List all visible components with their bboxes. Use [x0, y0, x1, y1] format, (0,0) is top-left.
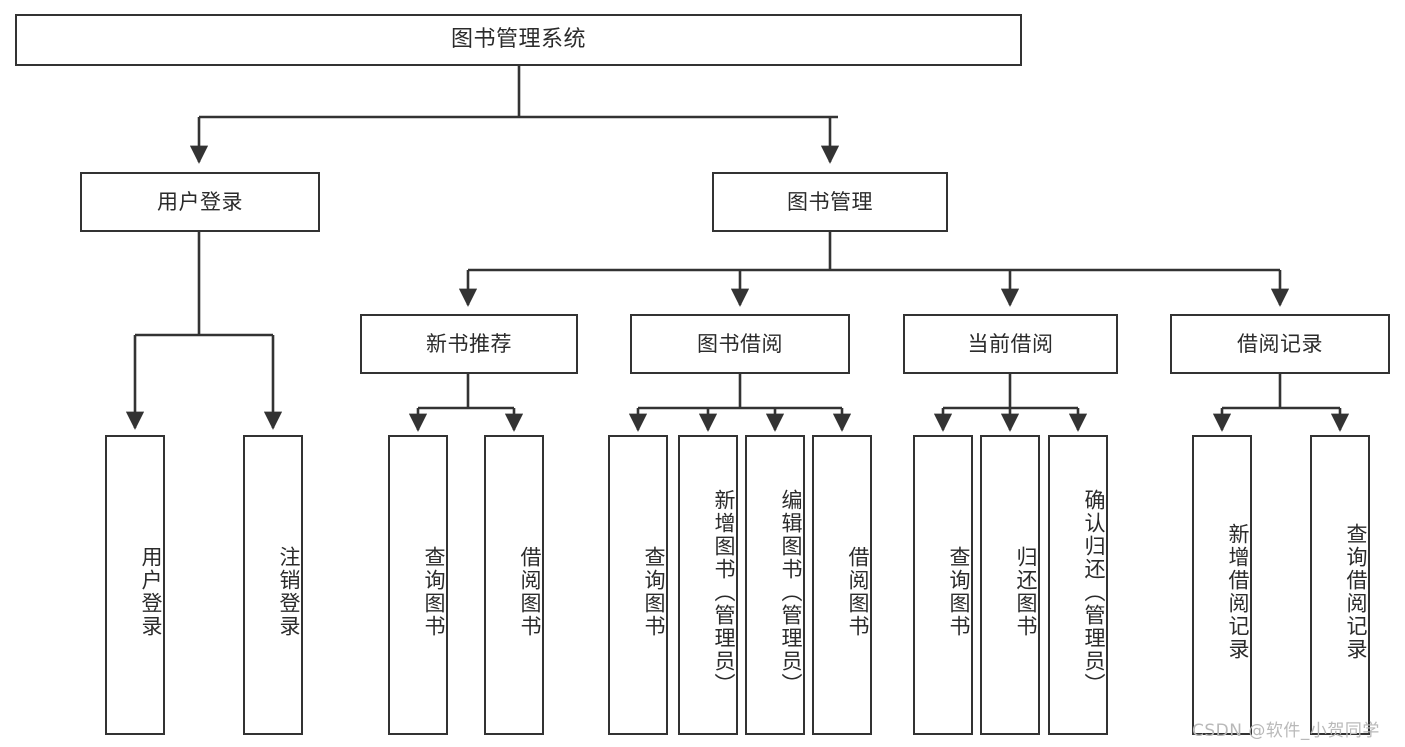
leaf-label: 确认归还（管理员）: [1082, 488, 1106, 696]
leaf-current-borrow-return[interactable]: 归还图书: [980, 435, 1040, 735]
leaf-label: 编辑图书（管理员）: [779, 488, 803, 696]
node-user-login[interactable]: 用户登录: [80, 172, 320, 232]
leaf-label: 用户登录: [139, 546, 163, 638]
leaf-current-borrow-query[interactable]: 查询图书: [913, 435, 973, 735]
node-book-management[interactable]: 图书管理: [712, 172, 948, 232]
leaf-label: 借阅图书: [846, 546, 870, 638]
leaf-label: 注销登录: [277, 546, 301, 638]
node-current-borrow[interactable]: 当前借阅: [903, 314, 1118, 374]
node-book-borrow[interactable]: 图书借阅: [630, 314, 850, 374]
leaf-current-borrow-confirm-return[interactable]: 确认归还（管理员）: [1048, 435, 1108, 735]
leaf-borrow-record-query[interactable]: 查询借阅记录: [1310, 435, 1370, 735]
node-borrow-record[interactable]: 借阅记录: [1170, 314, 1390, 374]
node-new-book-recommend[interactable]: 新书推荐: [360, 314, 578, 374]
leaf-label: 查询图书: [642, 546, 666, 638]
leaf-label: 借阅图书: [518, 546, 542, 638]
leaf-book-borrow-edit[interactable]: 编辑图书（管理员）: [745, 435, 805, 735]
node-root-system[interactable]: 图书管理系统: [15, 14, 1022, 66]
leaf-label: 查询借阅记录: [1344, 523, 1368, 661]
leaf-book-borrow-add[interactable]: 新增图书（管理员）: [678, 435, 738, 735]
leaf-new-book-borrow[interactable]: 借阅图书: [484, 435, 544, 735]
leaf-label: 新增借阅记录: [1226, 523, 1250, 661]
csdn-watermark: CSDN @软件_小贺同学: [1192, 721, 1380, 741]
leaf-label: 新增图书（管理员）: [712, 488, 736, 696]
leaf-book-borrow-query[interactable]: 查询图书: [608, 435, 668, 735]
leaf-label: 归还图书: [1014, 546, 1038, 638]
leaf-new-book-query[interactable]: 查询图书: [388, 435, 448, 735]
leaf-label: 查询图书: [947, 546, 971, 638]
leaf-user-login-login[interactable]: 用户登录: [105, 435, 165, 735]
leaf-label: 查询图书: [422, 546, 446, 638]
leaf-book-borrow-borrow[interactable]: 借阅图书: [812, 435, 872, 735]
leaf-borrow-record-add[interactable]: 新增借阅记录: [1192, 435, 1252, 735]
leaf-user-login-logout[interactable]: 注销登录: [243, 435, 303, 735]
